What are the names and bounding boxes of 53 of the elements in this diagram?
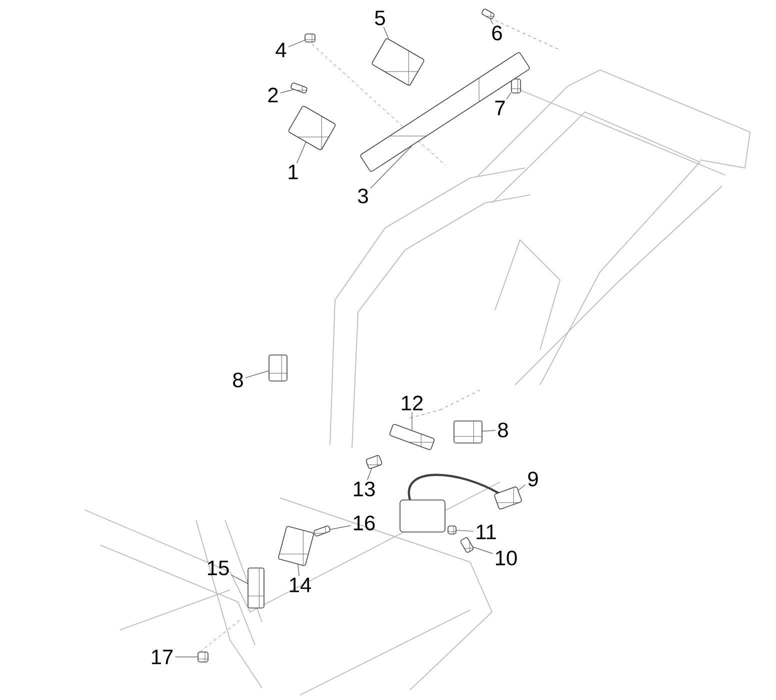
callout-number: 16 (354, 516, 375, 530)
part-drawing (268, 354, 288, 382)
part-drawing (448, 526, 456, 534)
leader-line (288, 40, 305, 48)
part-drawing (482, 8, 494, 20)
callout-number: 6 (492, 26, 502, 40)
part-drawing (454, 420, 482, 444)
callout-number: 4 (276, 42, 286, 58)
part-drawing (278, 526, 314, 566)
callout-number: 13 (354, 482, 375, 496)
callout-number: 1 (288, 164, 298, 180)
leader-line (506, 92, 512, 100)
leader-line (367, 468, 372, 480)
callout-number: 15 (208, 560, 229, 576)
leader-line (298, 564, 300, 576)
leader-line (296, 142, 306, 164)
callout-number: 8 (233, 372, 243, 388)
leader-line (490, 19, 493, 24)
part-drawing (290, 82, 308, 94)
callout-number: 17 (152, 650, 173, 664)
part-drawing (460, 537, 474, 553)
callout-number: 14 (290, 578, 312, 592)
leader-line (518, 484, 526, 490)
leader-line (370, 146, 412, 189)
part-drawing (360, 52, 530, 172)
part-drawing (511, 78, 521, 94)
leader-line (330, 525, 351, 530)
leader-line (383, 26, 389, 39)
part-drawing (494, 486, 522, 510)
leader-line (245, 370, 269, 378)
callout-number: 7 (495, 100, 505, 116)
leader-line (280, 89, 294, 94)
callout-number: 2 (268, 88, 278, 102)
callout-number: 12 (402, 396, 423, 410)
part-drawing (372, 38, 424, 86)
callout-number: 5 (375, 10, 385, 26)
callout-number: 3 (358, 188, 368, 204)
part-drawing (314, 526, 330, 536)
part-drawing (288, 106, 336, 150)
callout-number: 8 (498, 422, 508, 438)
callout-number: 9 (528, 472, 538, 486)
part-drawing (198, 652, 208, 662)
leader-line (175, 656, 198, 658)
leader-line (231, 574, 248, 584)
part-drawing (304, 34, 316, 42)
leader-line (456, 530, 474, 532)
leader-line (482, 430, 496, 432)
part-drawing (389, 424, 435, 450)
callout-number: 10 (496, 550, 517, 566)
part-drawing (248, 568, 264, 608)
leader-line (473, 546, 493, 554)
part-drawing (366, 455, 382, 469)
callout-number: 11 (476, 524, 496, 540)
